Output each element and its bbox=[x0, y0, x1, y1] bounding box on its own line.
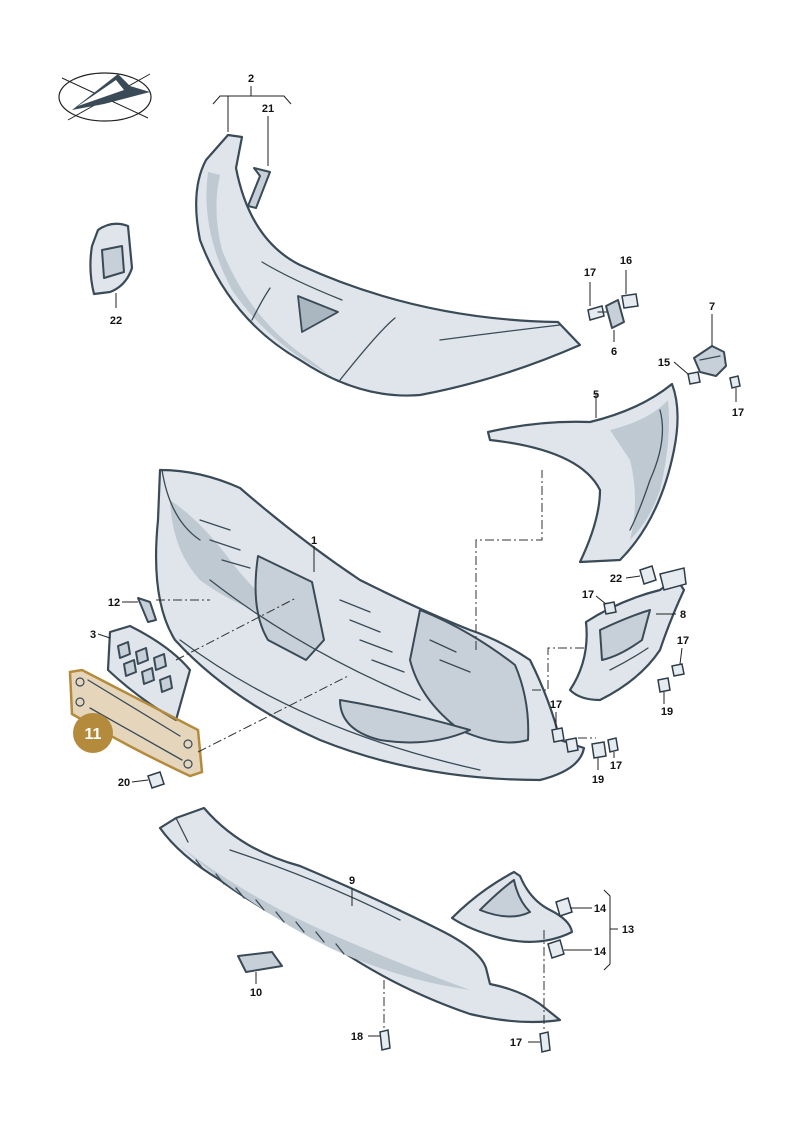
label-3: 3 bbox=[90, 629, 96, 641]
label-20: 20 bbox=[118, 777, 130, 789]
assembly-guide-lines bbox=[156, 470, 596, 753]
clip-21 bbox=[247, 167, 271, 209]
highlight-badge-number: 11 bbox=[85, 726, 102, 743]
label-15: 15 bbox=[658, 357, 670, 369]
label-2: 2 bbox=[248, 73, 254, 85]
side-panel-5 bbox=[486, 382, 679, 564]
orientation-symbol-22 bbox=[58, 72, 152, 122]
screw-20 bbox=[131, 771, 165, 789]
label-22-left: 22 bbox=[110, 315, 122, 327]
label-16: 16 bbox=[620, 255, 632, 267]
label-18: 18 bbox=[351, 1031, 363, 1043]
label-1: 1 bbox=[311, 535, 317, 547]
label-7: 7 bbox=[709, 301, 715, 313]
label-13: 13 bbox=[622, 924, 634, 936]
label-17-lower-right: 17 bbox=[610, 760, 622, 772]
clip-12 bbox=[122, 597, 157, 623]
bracket-7 bbox=[673, 314, 741, 402]
highlighted-part-11 bbox=[68, 668, 204, 778]
label-14-bottom: 14 bbox=[594, 946, 607, 958]
label-22-right: 22 bbox=[610, 573, 622, 585]
fasteners-17-19-right bbox=[551, 595, 685, 770]
label-19-lower: 19 bbox=[592, 774, 604, 786]
side-bracket-8 bbox=[568, 565, 687, 702]
label-12: 12 bbox=[108, 597, 120, 609]
label-9: 9 bbox=[349, 875, 355, 887]
bumper-cover-1 bbox=[154, 468, 586, 782]
label-17-lower: 17 bbox=[550, 699, 562, 711]
label-5: 5 bbox=[593, 389, 599, 401]
part-labels: 2 21 22 17 16 6 7 15 17 5 1 12 3 22 17 8… bbox=[85, 73, 745, 1049]
fasteners-16-17-6 bbox=[587, 270, 639, 342]
label-6: 6 bbox=[611, 346, 617, 358]
label-17-top: 17 bbox=[584, 267, 596, 279]
label-17-right-mid: 17 bbox=[677, 635, 689, 647]
label-8: 8 bbox=[680, 609, 686, 621]
label-17-right-top: 17 bbox=[732, 407, 744, 419]
label-14-top: 14 bbox=[594, 903, 607, 915]
label-17-near-8: 17 bbox=[582, 589, 594, 601]
bracket-22 bbox=[89, 222, 134, 308]
deflector-13 bbox=[450, 870, 618, 971]
label-10: 10 bbox=[250, 987, 262, 999]
bracket-10 bbox=[237, 951, 283, 984]
highlight-badge bbox=[73, 713, 113, 753]
label-19-right: 19 bbox=[661, 706, 673, 718]
underbody-panel-9 bbox=[158, 806, 562, 1024]
front-lip-2 bbox=[195, 133, 582, 397]
label-21: 21 bbox=[262, 103, 274, 115]
screws-18-17-bottom bbox=[368, 930, 551, 1053]
label-17-bottom: 17 bbox=[510, 1037, 522, 1049]
